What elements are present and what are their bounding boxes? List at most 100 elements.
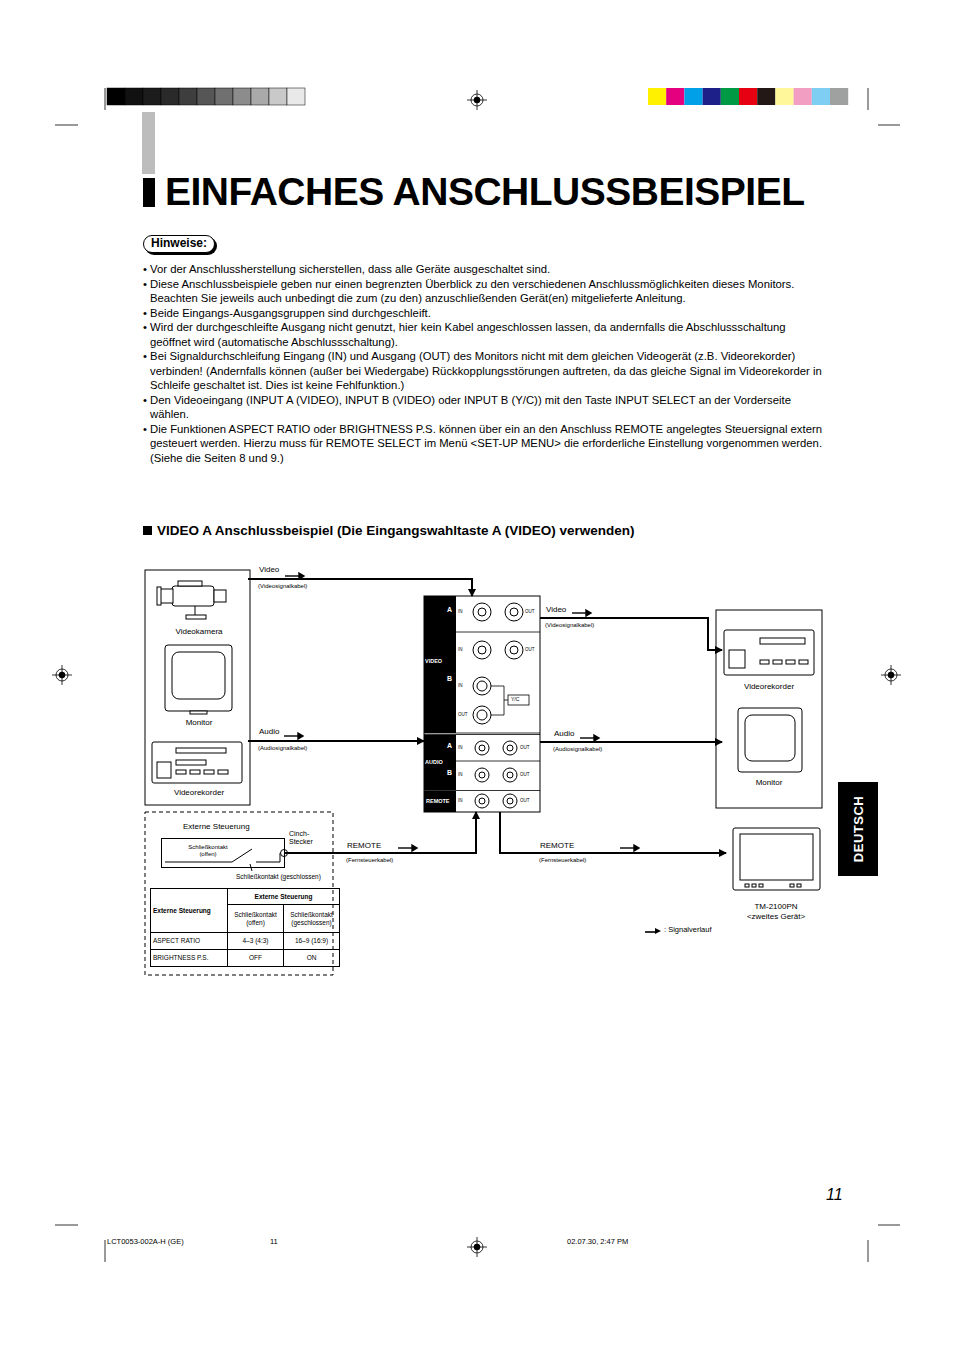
drawing-polyline xyxy=(491,686,504,715)
drawing-rect xyxy=(176,748,226,753)
text-label: OUT xyxy=(520,772,530,777)
drawing-line xyxy=(868,88,869,110)
drawing-rect xyxy=(508,695,529,705)
drawing-rect xyxy=(152,742,242,783)
cable-line xyxy=(500,812,726,853)
table-cell: BRIGHTNESS P.S. xyxy=(151,950,228,967)
drawing-line xyxy=(105,88,106,110)
text-label: IN xyxy=(458,647,463,652)
edge-label: Audio xyxy=(553,729,575,738)
drawing-rect xyxy=(204,770,214,774)
drawing-rect xyxy=(666,88,684,105)
cable-line xyxy=(285,812,476,853)
drawing-rect xyxy=(161,88,179,105)
drawing-line xyxy=(165,862,232,863)
edge-label: Video xyxy=(258,565,280,574)
drawing-circle xyxy=(479,745,485,751)
device-node: TM-2100PN <zweites Gerät> xyxy=(726,826,826,922)
legend-arrow xyxy=(645,926,662,935)
table-cell-text: Schließkontakt (geschlossen) xyxy=(290,911,333,926)
drawing-circle xyxy=(507,772,513,778)
drawing-rect xyxy=(760,638,805,644)
text-label: 11 xyxy=(270,1238,278,1247)
text-label: IN xyxy=(458,772,463,777)
table-row: Externe SteuerungExterne Steuerung xyxy=(151,889,340,905)
drawing-circle xyxy=(473,677,491,695)
text-label: A xyxy=(447,606,452,614)
note-item: • Den Videoeingang (INPUT A (VIDEO), INP… xyxy=(143,393,827,422)
drawing-rect xyxy=(145,570,250,805)
drawing-circle xyxy=(478,608,486,616)
drawing-g xyxy=(467,90,487,110)
text-label: A xyxy=(447,742,452,750)
note-item: • Beide Eingangs-Ausgangsgruppen sind du… xyxy=(143,306,827,321)
drawing-line xyxy=(891,665,892,685)
drawing-rect xyxy=(178,581,202,586)
edge-label: Video xyxy=(545,605,567,614)
table-cell: Schließkontakt (geschlossen) xyxy=(284,905,340,933)
edge-label: REMOTE xyxy=(539,841,575,850)
device-node: Monitor xyxy=(150,642,248,728)
text-label: Y/C xyxy=(511,697,519,703)
text-label: OUT xyxy=(520,798,530,803)
device-node: VIDEO xyxy=(424,596,540,733)
drawing-rect xyxy=(740,834,813,880)
drawing-rect xyxy=(143,526,152,535)
drawing-line xyxy=(580,737,594,738)
device-node: Videorekorder xyxy=(722,628,816,692)
drawing-rect xyxy=(179,88,197,105)
node-label: Monitor xyxy=(722,778,816,788)
node-label: Videorekorder xyxy=(722,682,816,692)
table-cell-text: Externe Steuerung xyxy=(255,893,313,900)
drawing-circle xyxy=(510,646,518,654)
drawing-rect xyxy=(794,88,812,105)
drawing-rect xyxy=(830,88,848,105)
drawing-rect xyxy=(745,884,749,887)
drawing-rect xyxy=(733,828,820,890)
device-node: Videorekorder xyxy=(150,738,248,798)
drawing-rect xyxy=(721,88,739,105)
drawing-rect xyxy=(176,770,186,774)
drawing-rect xyxy=(233,88,251,105)
text-label: (Fernsteuerkabel) xyxy=(346,857,393,864)
table-cell-text: BRIGHTNESS P.S. xyxy=(153,954,209,961)
drawing-polygon xyxy=(594,735,599,741)
drawing-circle xyxy=(503,741,517,755)
table-cell-text: ON xyxy=(307,954,317,961)
drawing-line xyxy=(285,575,299,576)
drawing-rect xyxy=(190,711,207,714)
drawing-rect xyxy=(165,645,232,711)
legend-text: : Signalverlauf xyxy=(664,925,712,934)
drawing-rect xyxy=(424,735,456,790)
drawing-circle xyxy=(510,608,518,616)
device-node: Monitor xyxy=(722,706,816,788)
text-label: LCT0053-002A-H (GE) xyxy=(107,1238,184,1247)
drawing-rect xyxy=(729,650,745,668)
node-label: Externe Steuerung xyxy=(183,822,250,831)
note-item: • Diese Anschlussbeispiele geben nur ein… xyxy=(143,277,827,306)
drawing-rect xyxy=(218,770,228,774)
edge-label: REMOTE xyxy=(346,841,382,850)
drawing-circle xyxy=(477,681,487,691)
table-cell: 4–3 (4:3) xyxy=(228,933,284,950)
table-row: BRIGHTNESS P.S.OFFON xyxy=(151,950,340,967)
control-table: Externe SteuerungExterne SteuerungSchlie… xyxy=(150,888,340,967)
text-label: (Videosignalkabel) xyxy=(545,622,594,629)
drawing-rect xyxy=(757,88,775,105)
drawing-circle xyxy=(475,741,489,755)
drawing-rect xyxy=(145,812,333,975)
table-cell-text: 16–9 (16:9) xyxy=(295,937,328,944)
drawing-circle xyxy=(503,768,517,782)
drawing-rect xyxy=(775,88,793,105)
table-cell: Externe Steuerung xyxy=(151,889,228,933)
drawing-circle xyxy=(473,706,491,724)
text-label: (Videosignalkabel) xyxy=(258,583,307,590)
drawing-circle xyxy=(507,745,513,751)
drawing-rect xyxy=(716,610,822,808)
drawing-circle xyxy=(477,710,487,720)
drawing-circle xyxy=(475,768,489,782)
text-label: B xyxy=(447,769,452,777)
drawing-rect xyxy=(172,586,214,606)
drawing-rect xyxy=(215,88,233,105)
drawing-rect xyxy=(684,88,702,105)
